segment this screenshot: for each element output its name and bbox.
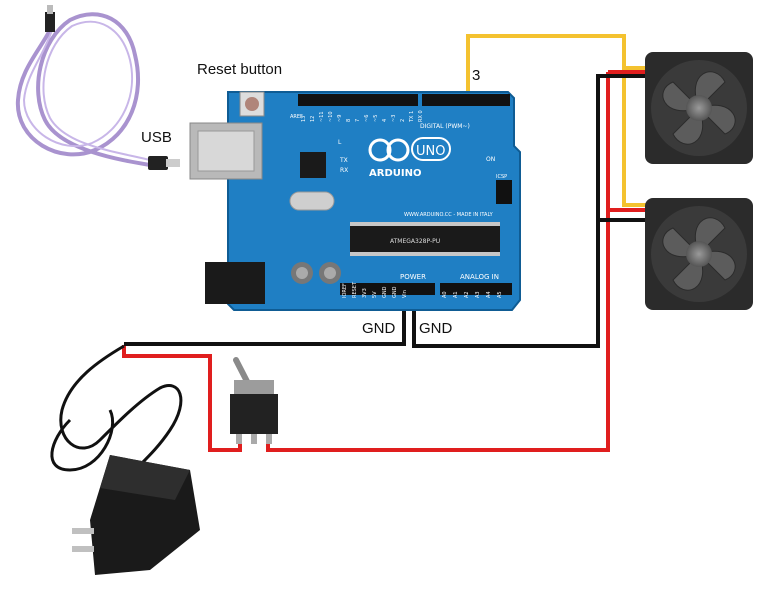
board-on-label: ON [486, 156, 495, 163]
board-model: UNO [416, 144, 445, 159]
analog-pin-label: A4 [486, 291, 492, 298]
top-pin-label: TX 1 [409, 111, 415, 123]
top-pin-label: 2 [400, 119, 406, 122]
board-aref-label: AREF [290, 114, 303, 120]
top-pin-label: ~10 [328, 111, 334, 122]
board-tx-label: TX [339, 157, 348, 164]
power-pin-label: RESET [352, 281, 358, 298]
board-analog-label: ANALOG IN [460, 273, 499, 281]
power-pin-label: GND [392, 286, 398, 298]
fan-icon [645, 52, 753, 164]
board-chip-label: ATMEGA328P-PU [390, 238, 440, 245]
top-pin-label: 13 [301, 116, 307, 122]
board-rx-label: RX [340, 167, 348, 174]
analog-pin-label: A2 [464, 291, 470, 298]
reset-button-label: Reset button [197, 61, 283, 78]
power-adapter-icon [50, 344, 200, 575]
analog-pin-label: A1 [453, 291, 459, 298]
usb-label: USB [141, 129, 172, 146]
top-pin-label: RX 0 [418, 110, 424, 122]
analog-pin-label: A0 [442, 291, 448, 298]
board-icsp-label: ICSP [496, 174, 507, 180]
top-pin-label: 8 [346, 119, 352, 122]
top-pin-label: ~3 [391, 115, 397, 122]
top-pin-label: ~6 [364, 115, 370, 122]
power-pin-label: GND [382, 286, 388, 298]
top-pin-label: 4 [382, 119, 388, 122]
gnd-right-label: GND [419, 320, 453, 337]
top-pin-label: ~5 [373, 115, 379, 122]
top-pin-label: ~9 [337, 115, 343, 122]
power-pin-label: 3V3 [362, 288, 368, 298]
gnd-left-label: GND [362, 320, 396, 337]
top-pin-label: ~11 [319, 111, 325, 122]
toggle-switch-icon [230, 357, 278, 444]
board-brand: ARDUINO [369, 168, 421, 179]
analog-pin-label: A5 [497, 291, 503, 298]
board-digital-label: DIGITAL (PWM~) [420, 123, 470, 130]
fan-icon [645, 198, 753, 310]
top-pin-label: 7 [355, 119, 361, 122]
board-power-label: POWER [400, 273, 426, 281]
power-pin-label: Vin [402, 290, 408, 298]
power-pin-label: IOREF [342, 283, 348, 298]
top-pin-label: 12 [310, 116, 316, 122]
pin-3-label: 3 [472, 67, 481, 84]
arduino-board-icon [189, 91, 521, 311]
usb-cable-icon [15, 5, 180, 170]
board-l-label: L [338, 139, 342, 146]
power-pin-label: 5V [372, 291, 378, 298]
board-silkscreen: ARDUINO UNO DIGITAL (PWM~) POWER ANALOG … [290, 110, 507, 298]
board-website: WWW.ARDUINO.CC - MADE IN ITALY [404, 212, 494, 218]
analog-pin-label: A3 [475, 291, 481, 298]
